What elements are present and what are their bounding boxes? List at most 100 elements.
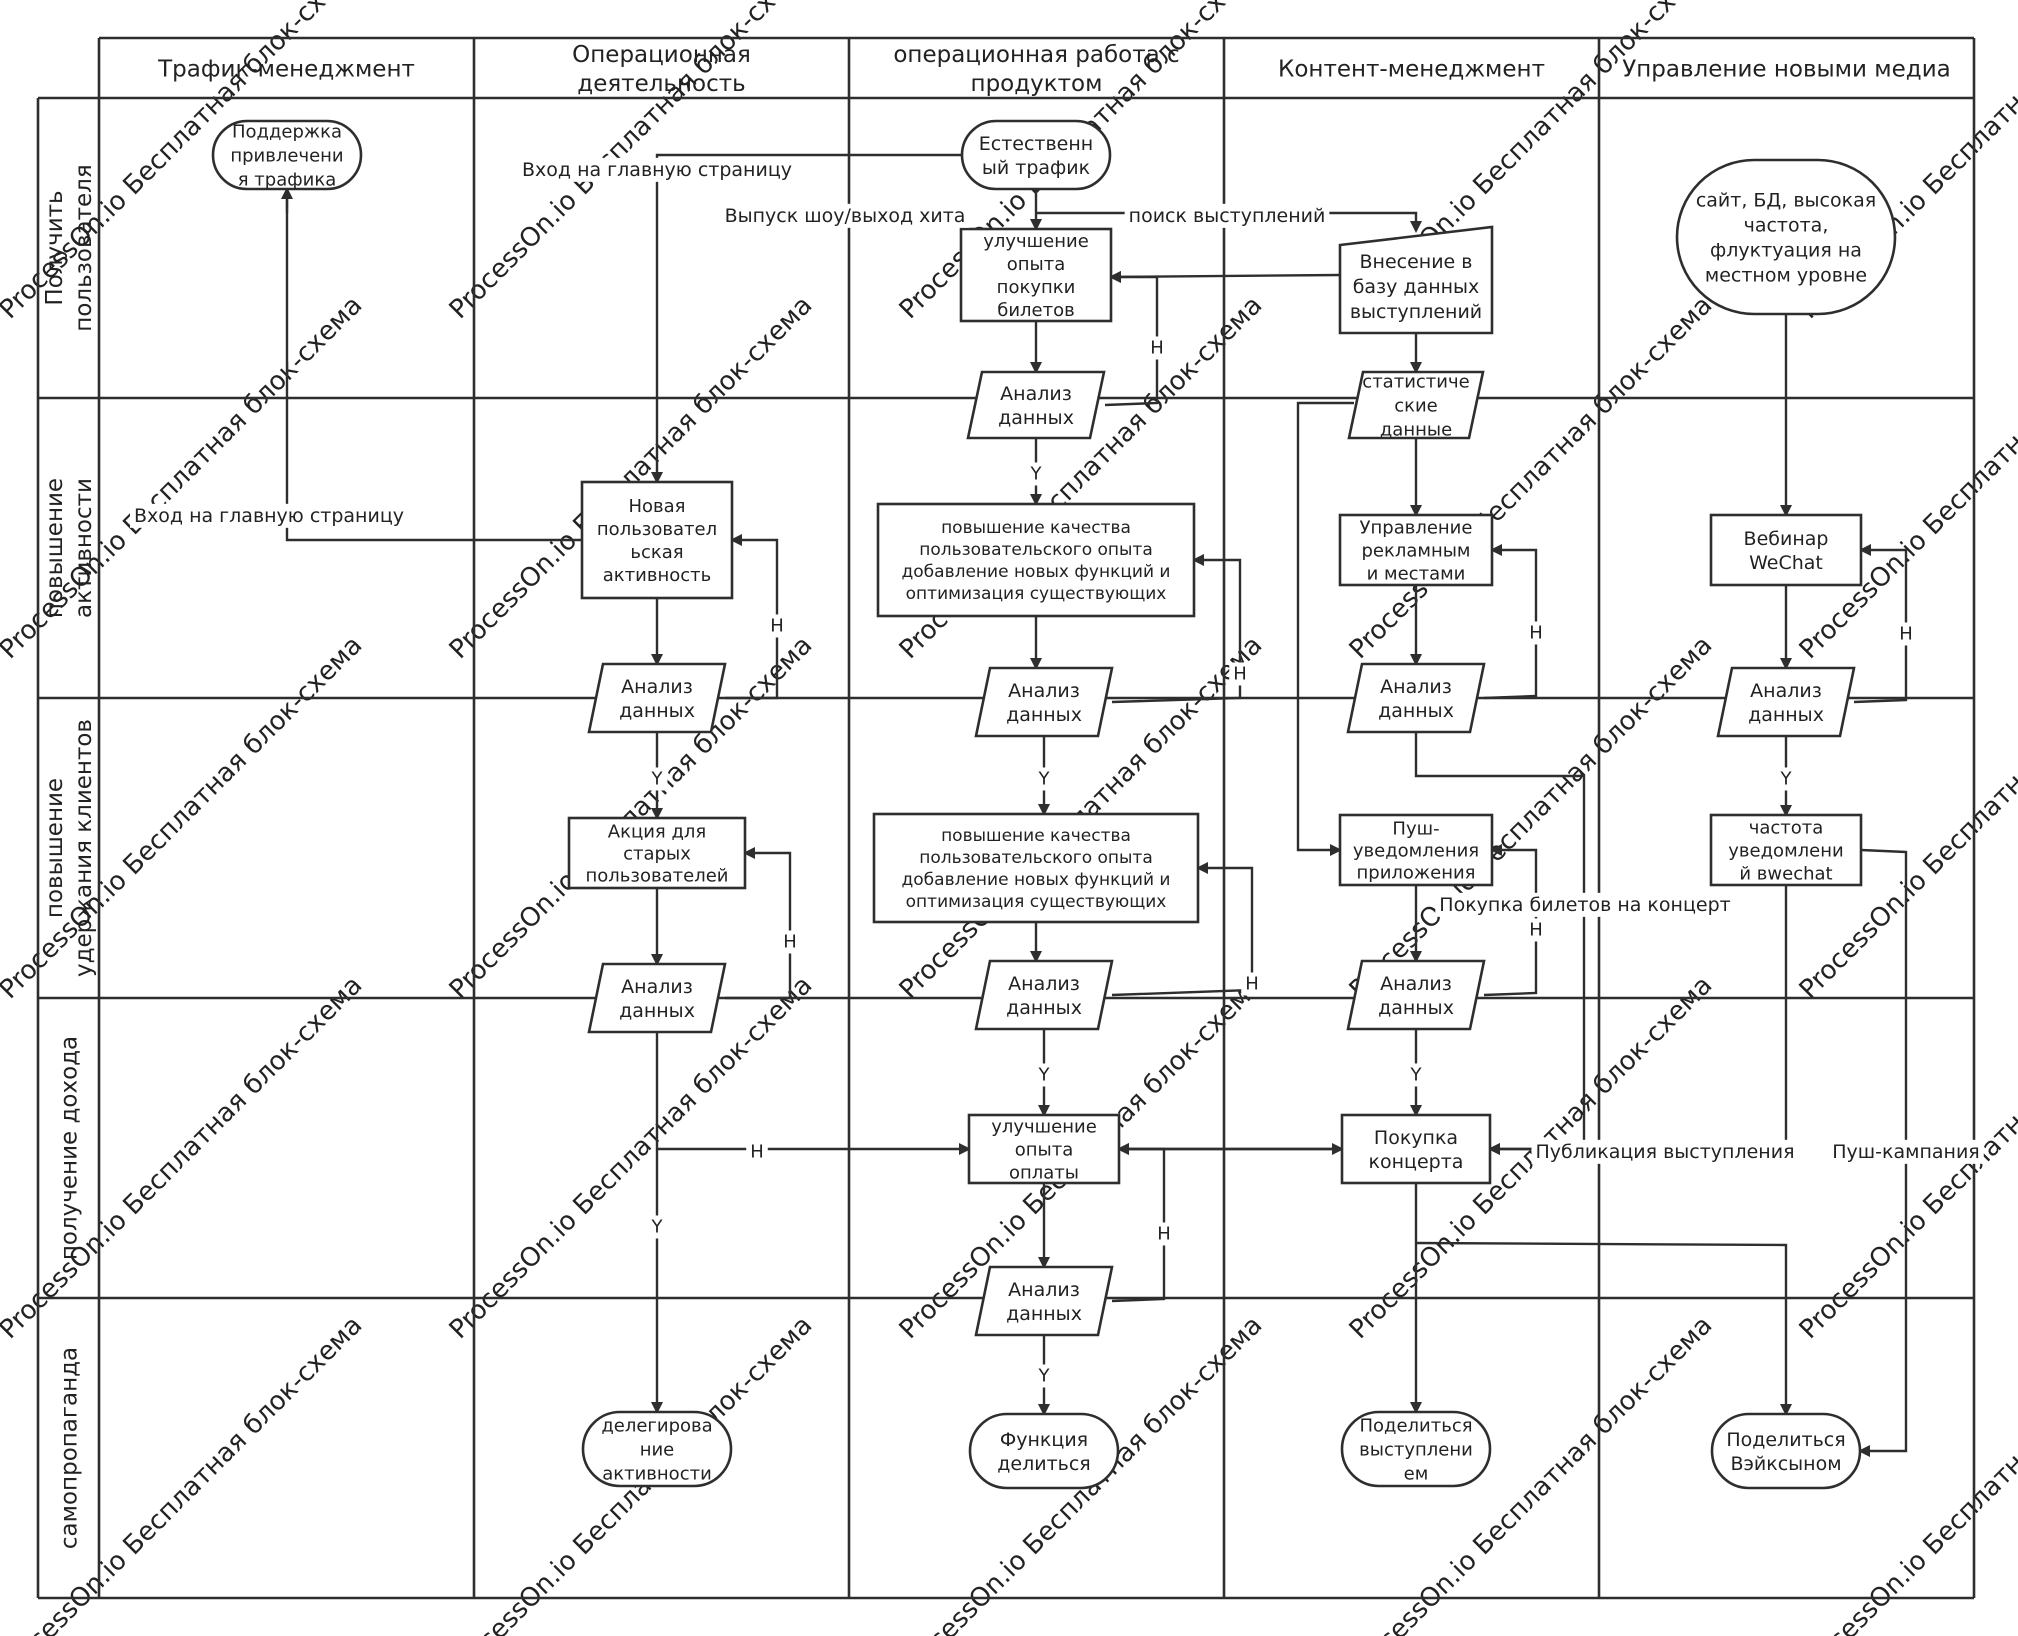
connector-label-text: Н	[1245, 973, 1259, 994]
connector-label: Y	[1025, 462, 1047, 486]
connector-label: Пуш-кампания	[1828, 1139, 1984, 1164]
watermark-text: ProcessOn.io Бесплатная блок-схема	[444, 290, 819, 665]
connector-label-text: Н	[1150, 337, 1164, 358]
connector	[725, 847, 792, 1000]
connector-label: Н	[779, 930, 801, 954]
connector-label: Y	[1033, 1364, 1055, 1388]
connector-label: Y	[1033, 767, 1055, 791]
connector-label-text: Y	[1038, 1365, 1051, 1386]
connector-label-text: Н	[1157, 1223, 1171, 1244]
connector-label: Вход на главную страницу	[517, 157, 797, 182]
connector	[285, 189, 582, 542]
connector-label-text: Публикация выступления	[1535, 1141, 1794, 1163]
connector-label: Выпуск шоу/выход хита	[720, 203, 970, 228]
connector-label: Н	[766, 614, 788, 638]
connector-label-text: Y	[1038, 1064, 1051, 1085]
connector-label: Н	[1146, 336, 1168, 360]
connector-label: Публикация выступления	[1531, 1139, 1799, 1164]
connector	[1111, 554, 1242, 704]
connector-label: Покупка билетов на концерт	[1435, 892, 1735, 917]
connector-label-text: Н	[750, 1141, 764, 1162]
column-header: Контент-менеджмент	[1278, 56, 1545, 82]
connector-label: Y	[646, 1215, 668, 1239]
connector-label-text: Н	[783, 931, 797, 952]
connector-label-text: Н	[1233, 663, 1247, 684]
column-header: Трафик-менеджмент	[157, 56, 415, 82]
connector	[1296, 401, 1354, 856]
connector-label: Н	[1895, 622, 1917, 646]
watermark-text: ProcessOn.io Бесплатная блок-схема	[0, 970, 368, 1345]
connector-label: Вход на главную страницу	[129, 503, 409, 528]
connector-label-text: Y	[651, 1216, 664, 1237]
connector-label: Н	[1229, 662, 1251, 686]
connector-label-text: Н	[1899, 623, 1913, 644]
connector-label-text: Пуш-кампания	[1832, 1141, 1980, 1163]
connector-label: Y	[1405, 1063, 1427, 1087]
row-header: самопропаганда	[56, 1347, 82, 1549]
connector-label: Н	[1525, 621, 1547, 645]
connector-label-text: поиск выступлений	[1129, 205, 1326, 227]
connector-label-text: Вход на главную страницу	[134, 505, 404, 527]
connector-label: Н	[746, 1140, 768, 1164]
